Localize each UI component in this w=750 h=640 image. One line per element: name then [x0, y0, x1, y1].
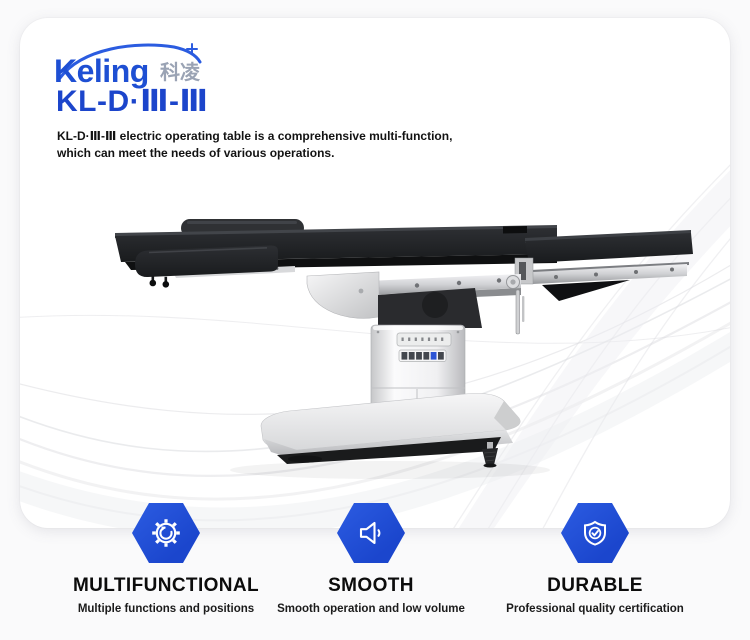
arm-pad — [135, 245, 278, 278]
control-panel — [396, 332, 452, 362]
keling-logo: Keling 科凌 — [54, 43, 202, 89]
description-line-1: KL-D·Ⅲ-Ⅲ electric operating table is a c… — [57, 129, 453, 143]
product-description: KL-D·Ⅲ-Ⅲ electric operating table is a c… — [57, 128, 452, 162]
feature-title: SMOOTH — [328, 575, 414, 596]
hexagon-badge — [561, 503, 629, 563]
background-waves-decoration — [20, 164, 730, 528]
feature-multifunctional: MULTIFUNCTIONAL Multiple functions and p… — [41, 503, 291, 615]
product-model-title: KL-D·Ⅲ-Ⅲ — [56, 85, 209, 118]
support-bracket — [306, 271, 380, 319]
feature-subtitle: Professional quality certification — [506, 603, 684, 615]
hexagon-badge — [337, 503, 405, 563]
table-base — [260, 393, 521, 468]
arm-board — [135, 245, 295, 288]
logo-swoosh — [58, 43, 202, 80]
lift-column — [370, 288, 482, 412]
product-banner-card: Keling 科凌 KL-D·Ⅲ-Ⅲ KL-D·Ⅲ-Ⅲ electric ope… — [20, 18, 730, 528]
feature-title: MULTIFUNCTIONAL — [72, 575, 260, 596]
description-line-2: which can meet the needs of various oper… — [57, 146, 335, 160]
leg-section — [525, 230, 693, 301]
gear-refresh-icon — [152, 519, 180, 547]
leveling-foot — [482, 442, 498, 468]
side-rail-right — [533, 264, 687, 284]
shield-check-icon — [584, 520, 606, 546]
feature-title: DURABLE — [547, 575, 643, 596]
feature-subtitle: Multiple functions and positions — [77, 603, 255, 615]
operating-table-image — [115, 219, 693, 479]
hexagon-badge — [132, 503, 200, 563]
brand-name-chinese: 科凌 — [160, 60, 201, 84]
floor-shadow — [230, 461, 550, 479]
feature-smooth: SMOOTH Smooth operation and low volume — [246, 503, 496, 615]
leg-pad — [525, 233, 693, 263]
side-rail-center — [345, 274, 521, 296]
wave-ribbon-bottom — [20, 331, 730, 528]
speaker-icon — [359, 521, 381, 545]
feature-durable: DURABLE Professional quality certificati… — [470, 503, 720, 615]
wave-ribbon-right — [458, 170, 730, 528]
brand-name: Keling — [54, 53, 149, 89]
feature-subtitle: Smooth operation and low volume — [277, 603, 465, 615]
logo-sparkle-icon — [186, 43, 198, 55]
